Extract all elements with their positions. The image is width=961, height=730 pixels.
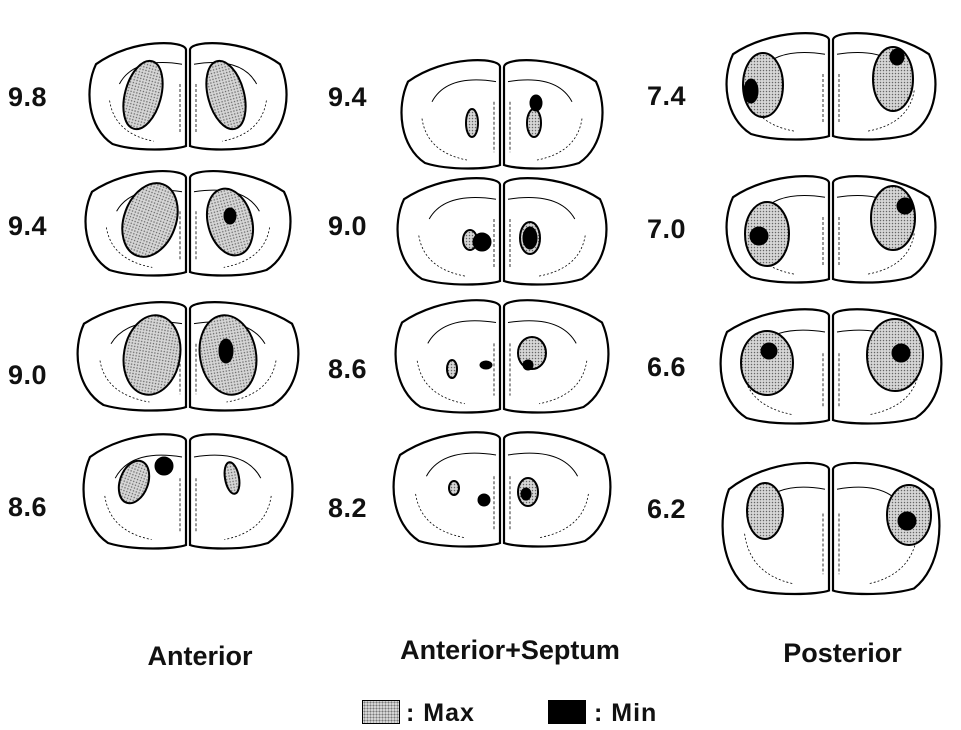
lesion-min-region	[892, 344, 910, 362]
lesion-min-region	[219, 339, 233, 363]
lesion-min-region	[523, 360, 533, 370]
lesion-min-region	[523, 227, 537, 249]
level-label: 9.0	[328, 213, 367, 240]
lesion-min-region	[155, 457, 173, 475]
level-label: 8.2	[328, 495, 367, 522]
level-label: 6.6	[647, 354, 686, 381]
lesion-min-region	[898, 512, 916, 530]
lesion-max-region	[527, 109, 541, 137]
level-label: 9.0	[8, 362, 47, 389]
lesion-max-region	[447, 360, 457, 378]
stippled-square-icon	[362, 700, 400, 724]
level-label: 9.4	[328, 84, 367, 111]
hemisphere-outline	[398, 178, 500, 284]
level-label: 8.6	[8, 494, 47, 521]
hemisphere-outline	[504, 178, 606, 284]
hemisphere-outline	[504, 60, 603, 168]
lesion-min-region	[530, 95, 542, 111]
legend-min-label: : Min	[594, 701, 657, 726]
lesion-max-region	[871, 186, 915, 250]
lesion-min-region	[521, 488, 531, 500]
lesion-min-region	[744, 79, 758, 103]
level-label: 8.6	[328, 356, 367, 383]
column-title-anterior-septum: Anterior+Septum	[365, 637, 655, 664]
lesion-max-region	[466, 109, 478, 137]
lesion-min-region	[224, 208, 236, 224]
level-label: 6.2	[647, 496, 686, 523]
lesion-max-region	[747, 483, 783, 539]
hemisphere-outline	[190, 434, 292, 548]
hemisphere-outline	[394, 432, 500, 546]
level-label: 7.0	[647, 216, 686, 243]
column-title-anterior: Anterior	[105, 643, 295, 670]
hemisphere-outline	[401, 60, 500, 168]
column-title-posterior: Posterior	[760, 640, 925, 667]
lesion-min-region	[480, 361, 492, 369]
lesion-min-region	[761, 343, 777, 359]
hemisphere-outline	[396, 300, 500, 412]
lesion-max-region	[741, 331, 793, 395]
lesion-max-region	[449, 481, 459, 495]
lesion-min-region	[897, 198, 913, 214]
level-label: 9.4	[8, 213, 47, 240]
lesion-min-region	[890, 49, 904, 65]
level-label: 7.4	[647, 83, 686, 110]
solid-square-icon	[548, 700, 586, 724]
lesion-min-region	[478, 494, 490, 506]
lesion-min-region	[473, 233, 491, 251]
legend-max-label: : Max	[406, 701, 475, 726]
level-label: 9.8	[8, 84, 47, 111]
lesion-min-region	[750, 227, 768, 245]
